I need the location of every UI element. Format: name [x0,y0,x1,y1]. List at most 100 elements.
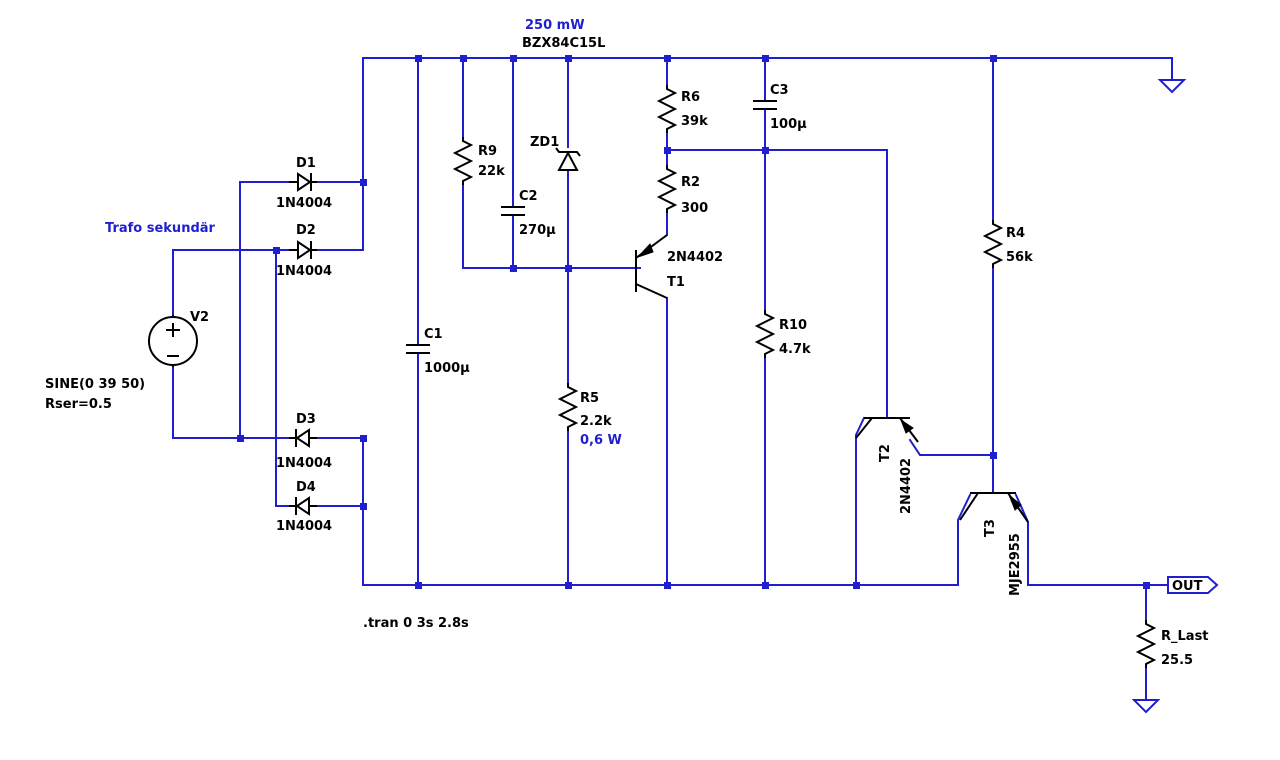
r4-value-label: 56k [1006,250,1033,265]
diode-d4 [289,496,317,516]
junction-dot [360,435,367,442]
wire-node-b [275,249,290,507]
r2-label: R2 [681,175,700,190]
junction-dot [510,265,517,272]
r6-value-label: 39k [681,114,708,129]
junction-dot [990,452,997,459]
junction-dot [510,55,517,62]
wire-t2-collector [855,416,866,586]
c3-label: C3 [770,83,789,98]
c1-value-label: 1000µ [424,361,470,376]
junctions [237,55,1150,589]
junction-dot [565,55,572,62]
d3-label: D3 [296,412,316,427]
d2-model-label: 1N4004 [276,264,332,279]
rlast-value-label: 25.5 [1161,653,1193,668]
zener-zd1 [555,147,581,171]
d1-model-label: 1N4004 [276,196,332,211]
r4-label: R4 [1006,226,1025,241]
junction-dot [762,55,769,62]
t1-model-label: 2N4402 [667,250,723,265]
junction-dot [565,265,572,272]
c2-value-label: 270µ [519,223,556,238]
t2-label: T2 [878,444,893,462]
transistor-t1 [635,234,668,299]
wire-d2-right [316,181,364,251]
wire-v2-top [172,249,277,316]
resistor-r4 [982,220,1004,268]
capacitor-c3 [753,100,777,110]
resistor-r10 [754,310,776,358]
junction-dot [762,582,769,589]
c1-label: C1 [424,327,443,342]
r10-value-label: 4.7k [779,342,811,357]
junction-dot [664,55,671,62]
r9-label: R9 [478,144,497,159]
diode-d2 [289,240,317,260]
junction-dot [664,582,671,589]
junction-dot [415,55,422,62]
resistor-r9 [452,137,474,185]
d2-label: D2 [296,223,316,238]
v2-rser-label: Rser=0.5 [45,397,112,412]
r2-value-label: 300 [681,201,708,216]
zd1-power-label: 250 mW [525,18,585,33]
zd1-label: ZD1 [530,135,559,150]
transistor-t2 [855,417,919,443]
zd1-model-label: BZX84C15L [522,36,605,51]
junction-dot [565,582,572,589]
junction-dot [853,582,860,589]
resistor-r6 [656,85,678,133]
junction-dot [762,147,769,154]
capacitor-c1 [406,344,430,354]
junction-dot [273,247,280,254]
transistor-t3 [959,492,1029,523]
v2-label: V2 [190,310,209,325]
trafo-label: Trafo sekundär [105,221,216,236]
d4-label: D4 [296,480,316,495]
t3-model-label: MJE2955 [1008,533,1023,596]
r9-value-label: 22k [478,164,505,179]
c2-label: C2 [519,189,538,204]
wire-t3-emitter [1014,493,1169,586]
t3-label: T3 [983,519,998,537]
r5-label: R5 [580,391,599,406]
wire-node-a [239,181,290,439]
wire-mid-node [666,149,888,419]
resistor-r2 [656,165,678,213]
wire-v2-bottom [172,366,241,439]
r5-value-label: 2.2k [580,414,612,429]
out-label: OUT [1172,579,1203,594]
wires [172,57,1173,701]
capacitor-c2 [501,206,525,216]
junction-dot [237,435,244,442]
wire-bottom-rail [362,437,959,586]
source-v2 [148,315,198,367]
r6-label: R6 [681,90,700,105]
junction-dot [1143,582,1150,589]
diode-d3 [289,428,317,448]
ground-symbol-top [1157,79,1187,94]
r10-label: R10 [779,318,807,333]
spice-directive: .tran 0 3s 2.8s [363,616,469,631]
d4-model-label: 1N4004 [276,519,332,534]
resistor-r5 [557,383,579,431]
d1-label: D1 [296,156,316,171]
rlast-label: R_Last [1161,629,1209,644]
junction-dot [664,147,671,154]
junction-dot [415,582,422,589]
resistor-rlast [1135,620,1157,668]
d3-model-label: 1N4004 [276,456,332,471]
junction-dot [360,503,367,510]
t1-label: T1 [667,275,685,290]
t2-model-label: 2N4402 [899,458,914,514]
diode-d1 [289,172,317,192]
junction-dot [360,179,367,186]
v2-spec-label: SINE(0 39 50) [45,377,145,392]
ground-symbol-load [1131,699,1161,714]
out-port-flag: OUT [1167,576,1219,594]
r5-power-label: 0,6 W [580,433,622,448]
junction-dot [460,55,467,62]
wire-r9-bottom [462,184,641,269]
